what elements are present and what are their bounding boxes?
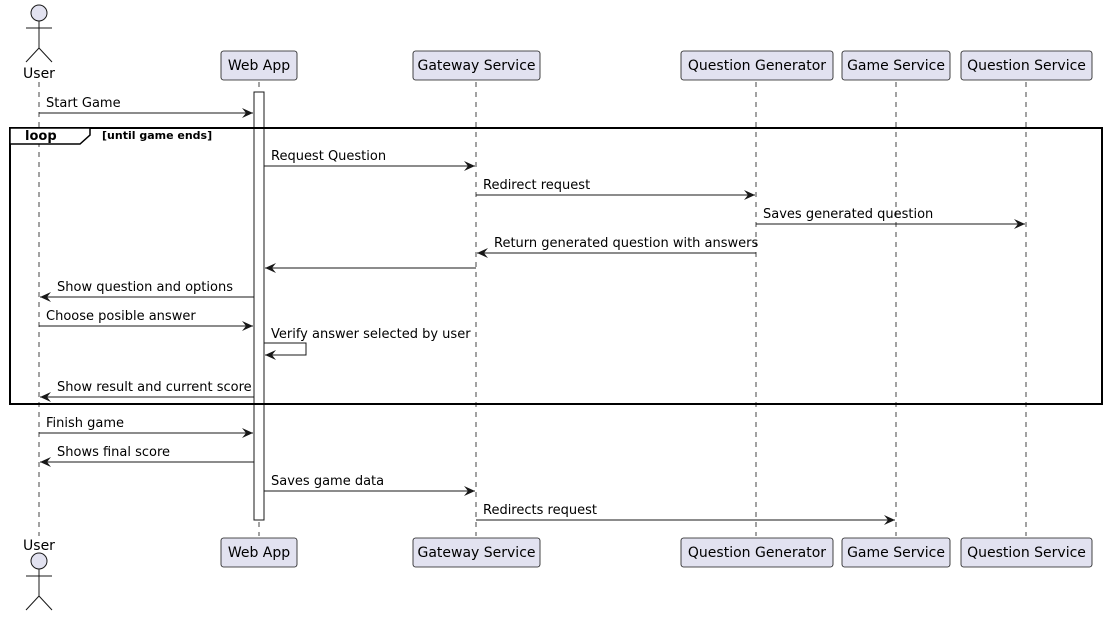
participant-box xyxy=(841,537,951,568)
loop-label-box xyxy=(9,127,91,145)
participant-bottom-gateway: Gateway Service xyxy=(412,537,541,568)
participant-label: Gateway Service xyxy=(417,545,535,561)
participant-box xyxy=(680,50,834,81)
loop-condition: [until game ends] xyxy=(102,129,212,142)
message-label: Choose posible answer xyxy=(46,309,196,324)
participant-box xyxy=(960,50,1093,81)
participant-label: Web App xyxy=(228,58,290,74)
message-1: Start Game xyxy=(39,96,253,118)
message-label: Return generated question with answers xyxy=(494,236,759,251)
message-11: Finish game xyxy=(39,416,253,438)
message-3: Redirect request xyxy=(476,178,755,200)
participant-label: Gateway Service xyxy=(417,58,535,74)
message-label: Show question and options xyxy=(57,280,233,295)
message-label: Saves generated question xyxy=(763,207,933,222)
message-label: Finish game xyxy=(46,416,124,431)
message-5: Return generated question with answers xyxy=(477,236,759,258)
message-2: Request Question xyxy=(264,149,475,171)
participant-label: Question Generator xyxy=(688,58,826,74)
participant-box xyxy=(841,50,951,81)
message-8: Choose posible answer xyxy=(39,309,253,331)
participants-bottom: User Web App Gateway Service Question Gener… xyxy=(23,537,1093,611)
loop-frame xyxy=(9,127,1103,405)
activation-bar-webapp xyxy=(253,91,265,521)
participants-top: User Web App Gateway Service Question Gener… xyxy=(23,4,1093,82)
participant-top-user: User xyxy=(23,4,55,82)
message-12: Shows final score xyxy=(40,445,254,467)
participant-bottom-qgen: Question Generator xyxy=(680,537,834,568)
participant-bottom-game: Game Service xyxy=(841,537,951,568)
participant-bottom-webapp: Web App xyxy=(220,537,298,568)
actor-body xyxy=(25,21,53,63)
message-13: Saves game data xyxy=(264,474,475,496)
actor-body xyxy=(25,569,53,611)
participant-top-game: Game Service xyxy=(841,50,951,81)
participant-label: User xyxy=(23,66,55,82)
message-4: Saves generated question xyxy=(756,207,1025,229)
message-label: Verify answer selected by user xyxy=(271,327,471,342)
participant-top-qgen: Question Generator xyxy=(680,50,834,81)
participant-box xyxy=(220,50,298,81)
message-label: Redirect request xyxy=(483,178,590,193)
message-label: Show result and current score xyxy=(57,380,252,395)
participant-label: Game Service xyxy=(847,545,945,561)
participant-box xyxy=(680,537,834,568)
participant-box xyxy=(412,50,541,81)
message-14: Redirects request xyxy=(476,503,895,525)
message-label: Shows final score xyxy=(57,445,170,460)
message-label: Start Game xyxy=(46,96,121,111)
loop-fragment: loop [until game ends] xyxy=(9,127,1103,405)
participant-label: Game Service xyxy=(847,58,945,74)
activation-bars xyxy=(253,91,265,521)
participant-label: Question Service xyxy=(967,545,1086,561)
message-label: Request Question xyxy=(271,149,386,164)
participant-top-webapp: Web App xyxy=(220,50,298,81)
message-label: Redirects request xyxy=(483,503,597,518)
participant-box xyxy=(412,537,541,568)
participant-top-qsvc: Question Service xyxy=(960,50,1093,81)
message-label: Saves game data xyxy=(271,474,384,489)
message-7: Show question and options xyxy=(40,280,254,302)
loop-keyword: loop xyxy=(25,129,57,144)
participant-box xyxy=(220,537,298,568)
actor-head xyxy=(30,4,48,22)
message-10: Show result and current score xyxy=(40,380,254,402)
participant-label: User xyxy=(23,538,55,554)
participant-label: Question Generator xyxy=(688,545,826,561)
participant-label: Question Service xyxy=(967,58,1086,74)
message-arrow xyxy=(264,342,307,360)
participant-bottom-user: User xyxy=(23,538,55,611)
message-9: Verify answer selected by user xyxy=(264,327,471,360)
participant-box xyxy=(960,537,1093,568)
participant-top-gateway: Gateway Service xyxy=(412,50,541,81)
participant-bottom-qsvc: Question Service xyxy=(960,537,1093,568)
participant-label: Web App xyxy=(228,545,290,561)
actor-head xyxy=(30,552,48,570)
